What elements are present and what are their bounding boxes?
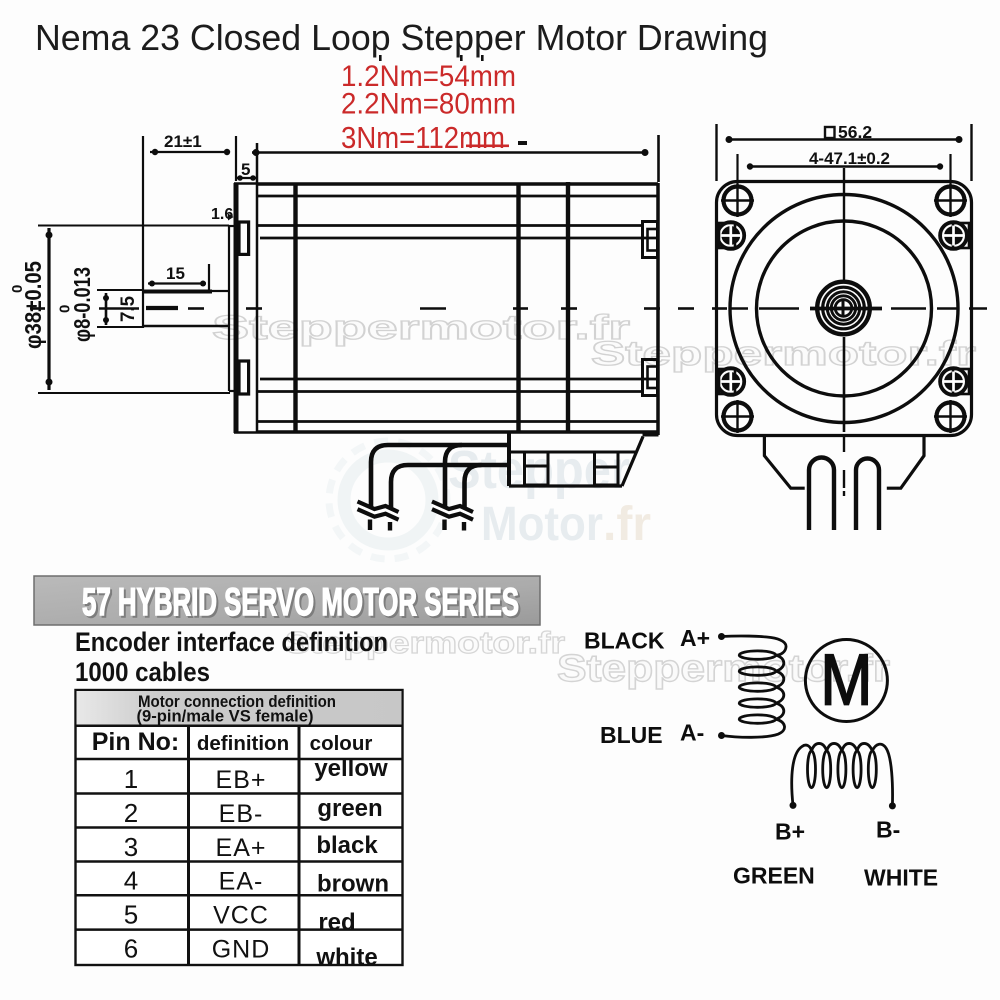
svg-text:0: 0 xyxy=(57,305,74,313)
svg-text:M: M xyxy=(820,641,872,721)
svg-text:57 HYBRID SERVO MOTOR SERIES: 57 HYBRID SERVO MOTOR SERIES xyxy=(82,581,519,624)
svg-text:EA+: EA+ xyxy=(216,834,267,862)
svg-text:56.2: 56.2 xyxy=(838,122,872,142)
svg-text:7.5: 7.5 xyxy=(118,296,139,322)
svg-text:definition: definition xyxy=(197,732,289,755)
svg-text:6: 6 xyxy=(124,934,138,964)
svg-text:colour: colour xyxy=(310,732,373,755)
svg-text:Pin No:: Pin No: xyxy=(92,728,180,756)
svg-text:yellow: yellow xyxy=(314,755,388,782)
svg-text:Encoder interface definition: Encoder interface definition xyxy=(75,627,388,657)
svg-text:Motor connection definition: Motor connection definition xyxy=(138,693,336,711)
svg-text:21±1: 21±1 xyxy=(164,132,202,151)
svg-text:Nema 23 Closed Loop Stepper Mo: Nema 23 Closed Loop Stepper Motor Drawin… xyxy=(35,17,768,58)
svg-text:.fr: .fr xyxy=(603,498,651,551)
svg-text:3: 3 xyxy=(124,832,138,862)
svg-text:Steppermotor.fr: Steppermotor.fr xyxy=(557,648,890,690)
svg-text:BLACK: BLACK xyxy=(584,628,665,654)
svg-text:2: 2 xyxy=(124,798,138,828)
svg-text:VCC: VCC xyxy=(213,902,269,930)
svg-text:green: green xyxy=(317,795,382,822)
svg-text:0: 0 xyxy=(9,285,26,293)
svg-text:EB-: EB- xyxy=(219,800,264,828)
svg-text:GND: GND xyxy=(212,936,271,964)
svg-text:15: 15 xyxy=(166,264,185,283)
svg-text:BLUE: BLUE xyxy=(600,722,663,748)
svg-text:57 HYBRID SERVO MOTOR SERIES: 57 HYBRID SERVO MOTOR SERIES xyxy=(84,583,521,626)
svg-text:(9-pin/male VS female): (9-pin/male VS female) xyxy=(137,708,314,726)
svg-text:WHITE: WHITE xyxy=(864,865,938,891)
svg-text:4-47.1±0.2: 4-47.1±0.2 xyxy=(809,149,890,168)
svg-text:B+: B+ xyxy=(775,819,805,845)
svg-text:Steppermotor.fr: Steppermotor.fr xyxy=(212,309,630,347)
svg-text:brown: brown xyxy=(317,871,389,898)
svg-text:5: 5 xyxy=(124,900,138,930)
svg-text:A-: A- xyxy=(680,720,704,746)
svg-text:Stepper: Stepper xyxy=(448,440,630,500)
svg-text:EA-: EA- xyxy=(219,868,264,896)
svg-text:5: 5 xyxy=(241,160,250,179)
svg-text:Motor: Motor xyxy=(481,498,603,551)
svg-text:Steppermotor.fr: Steppermotor.fr xyxy=(285,625,565,660)
svg-text:1.6: 1.6 xyxy=(211,206,233,223)
svg-text:2.2Nm=80mm: 2.2Nm=80mm xyxy=(341,88,516,121)
svg-text:A+: A+ xyxy=(680,625,710,651)
svg-text:EB+: EB+ xyxy=(216,766,267,794)
svg-text:1.2Nm=54mm: 1.2Nm=54mm xyxy=(341,60,516,93)
svg-text:3Nm=112mm: 3Nm=112mm xyxy=(341,120,505,155)
svg-text:B-: B- xyxy=(876,817,900,843)
svg-text:1000 cables: 1000 cables xyxy=(75,657,210,687)
svg-text:4: 4 xyxy=(124,866,138,896)
svg-text:GREEN: GREEN xyxy=(733,863,815,889)
svg-text:φ8-0.013: φ8-0.013 xyxy=(69,267,95,342)
svg-text:red: red xyxy=(318,909,355,936)
svg-text:φ38±0.05: φ38±0.05 xyxy=(20,261,46,349)
svg-text:1: 1 xyxy=(124,764,138,794)
svg-text:black: black xyxy=(316,832,378,859)
svg-text:white: white xyxy=(315,944,377,971)
